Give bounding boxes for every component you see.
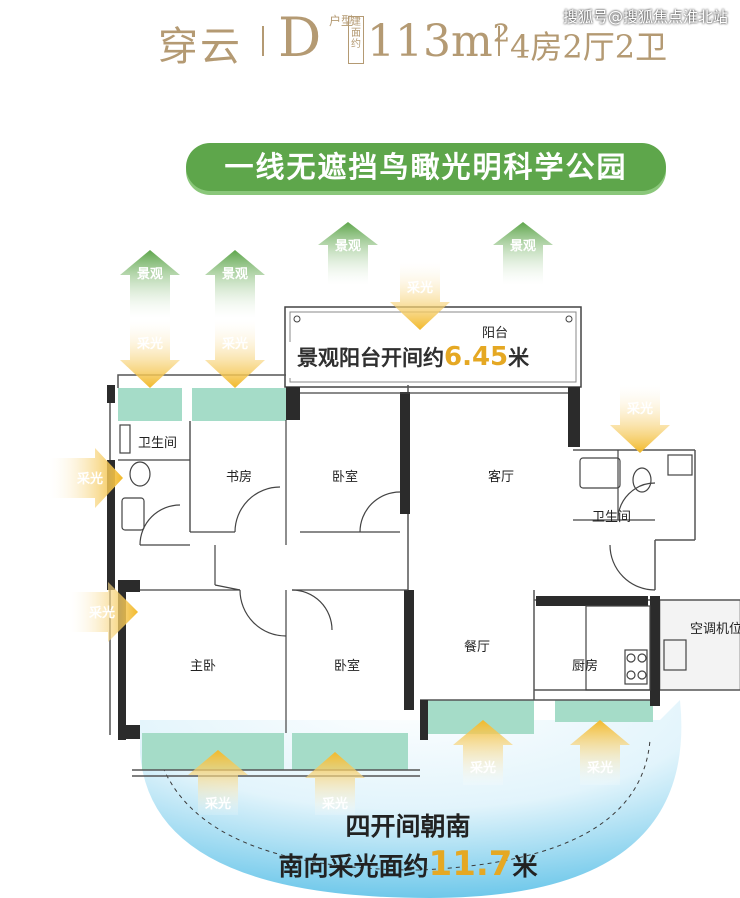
light-arrow-label: 采光 bbox=[469, 760, 496, 776]
south-line2-suffix: 米 bbox=[512, 852, 538, 881]
project-name: 穿云 bbox=[158, 24, 242, 70]
balcony-callout: 景观阳台开间约6.45米 bbox=[289, 342, 538, 378]
south-line2: 南向采光面约11.7米 bbox=[258, 844, 558, 887]
south-line2-prefix: 南向采光面约 bbox=[278, 852, 429, 881]
room-bedroom-bottom: 卧室 bbox=[334, 659, 361, 674]
room-kitchen: 厨房 bbox=[572, 659, 599, 674]
area-label: 建面约 bbox=[348, 16, 364, 64]
light-arrow-label: 采光 bbox=[406, 280, 433, 296]
light-arrow-label: 采光 bbox=[136, 336, 163, 352]
room-bedroom-top: 卧室 bbox=[332, 470, 359, 485]
ac-floor bbox=[659, 599, 740, 691]
watermark: 搜狐号@搜狐焦点淮北站 bbox=[562, 8, 728, 26]
light-arrow-label: 采光 bbox=[586, 760, 613, 776]
light-arrow-10: 采光 bbox=[570, 720, 630, 785]
south-light-glow-dash bbox=[159, 739, 651, 871]
unit-layout: 4房2厅2卫 bbox=[510, 28, 668, 66]
window-bedroom-bottom bbox=[292, 733, 408, 770]
window-bath-left bbox=[118, 388, 182, 421]
room-ac: 空调机位 bbox=[690, 622, 740, 637]
light-arrow-7: 采光 bbox=[188, 750, 248, 815]
light-arrow-6: 采光 bbox=[70, 582, 138, 642]
headline-banner: 一线无遮挡鸟瞰光明科学公园 bbox=[186, 143, 666, 191]
view-arrow-2: 景观 bbox=[205, 250, 265, 318]
window-study bbox=[192, 388, 286, 421]
light-arrow-label: 采光 bbox=[626, 401, 653, 417]
room-bath-right: 卫生间 bbox=[592, 510, 632, 525]
south-line1: 四开间朝南 bbox=[345, 812, 471, 841]
header-divider bbox=[498, 26, 500, 56]
light-arrow-9: 采光 bbox=[453, 720, 513, 785]
view-arrow-1: 景观 bbox=[120, 250, 180, 318]
balcony-callout-suffix: 米 bbox=[508, 346, 530, 370]
header: 穿云 D 户型 建面约 113m² 4房2厅2卫 bbox=[0, 0, 740, 80]
view-arrow-label: 景观 bbox=[335, 239, 361, 254]
view-arrow-label: 景观 bbox=[510, 239, 536, 254]
balcony-callout-value: 6.45 bbox=[444, 342, 509, 372]
light-arrow-3: 采光 bbox=[390, 262, 450, 330]
light-arrow-label: 采光 bbox=[76, 471, 103, 487]
unit-area: 113m² bbox=[367, 16, 511, 67]
room-study: 书房 bbox=[226, 470, 253, 485]
balcony-callout-prefix: 景观阳台开间约 bbox=[297, 346, 444, 370]
light-arrow-label: 采光 bbox=[221, 336, 248, 352]
south-caption: 四开间朝南 南向采光面约11.7米 bbox=[258, 810, 558, 890]
light-arrow-4: 采光 bbox=[610, 385, 670, 453]
south-line2-value: 11.7 bbox=[428, 844, 513, 884]
window-kitchen bbox=[555, 700, 653, 722]
room-bath-left: 卫生间 bbox=[138, 436, 178, 451]
room-master: 主卧 bbox=[190, 659, 217, 674]
room-balcony: 阳台 bbox=[482, 326, 509, 341]
light-arrow-1: 采光 bbox=[120, 320, 180, 388]
light-arrow-8: 采光 bbox=[305, 752, 365, 815]
header-divider bbox=[262, 26, 264, 56]
room-living: 客厅 bbox=[488, 470, 515, 485]
light-arrow-5: 采光 bbox=[50, 448, 123, 508]
view-arrow-label: 景观 bbox=[137, 267, 163, 282]
view-arrow-label: 景观 bbox=[222, 267, 248, 282]
light-arrow-label: 采光 bbox=[88, 605, 115, 621]
light-arrow-label: 采光 bbox=[204, 796, 231, 812]
view-arrow-3: 景观 bbox=[318, 222, 378, 285]
view-arrow-4: 景观 bbox=[493, 222, 553, 285]
light-arrow-2: 采光 bbox=[205, 320, 265, 388]
room-dining: 餐厅 bbox=[464, 640, 491, 655]
light-arrow-label: 采光 bbox=[321, 796, 348, 812]
unit-type: D bbox=[278, 6, 322, 69]
